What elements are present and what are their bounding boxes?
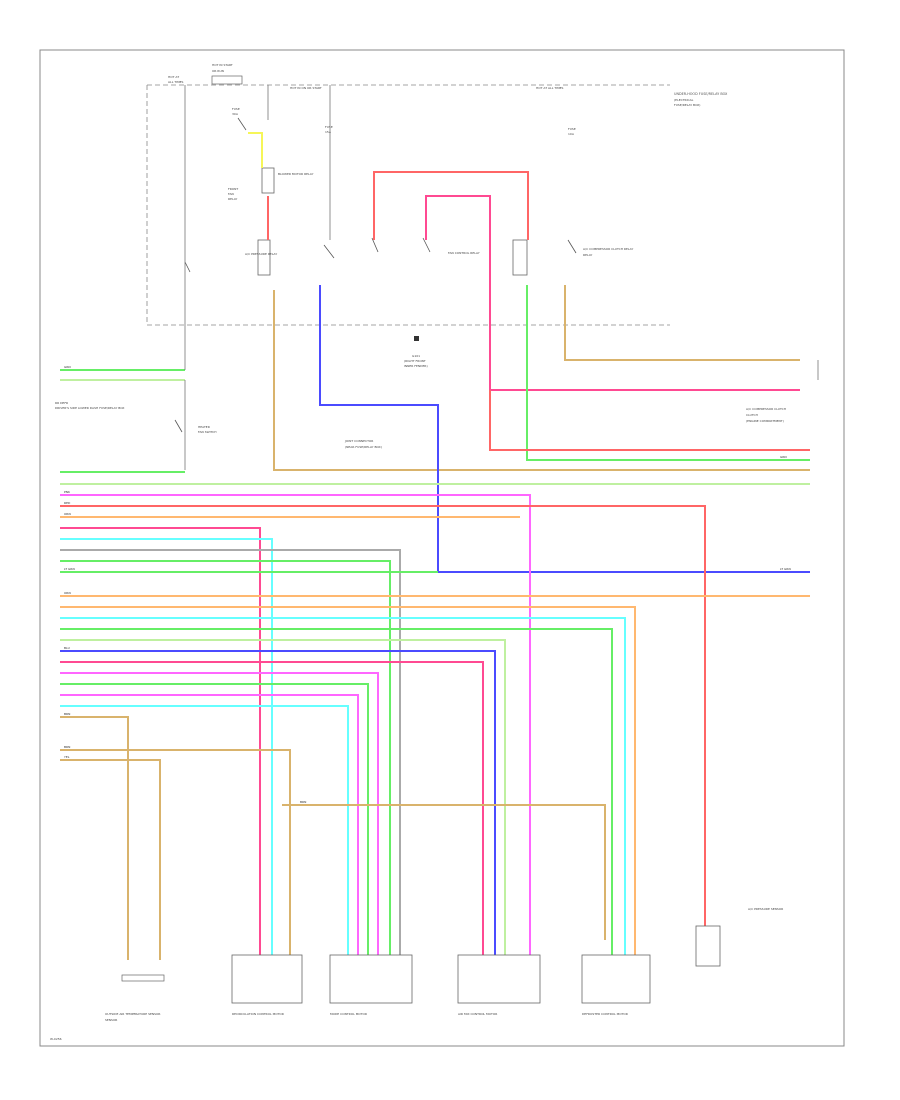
svg-text:RELAY: RELAY [583,253,593,257]
ground-block [414,336,419,341]
diagram-border [39,49,845,1047]
svg-text:BRN: BRN [300,800,306,804]
svg-text:OUTSIDE AIR TEMPERATURE SENSOR: OUTSIDE AIR TEMPERATURE SENSOR [105,1012,160,1016]
svg-text:(RIGHT FRONT: (RIGHT FRONT [404,359,426,363]
top-fuse-box [211,75,243,85]
svg-text:HOT IN ON OR START: HOT IN ON OR START [290,86,322,90]
svg-text:(ELECTRICAL: (ELECTRICAL [674,98,694,102]
svg-text:A/C COMPRESSOR CLUTCH RELAY: A/C COMPRESSOR CLUTCH RELAY [583,247,633,251]
svg-text:CLUTCH: CLUTCH [746,413,758,417]
svg-text:FUSE/RELAY BOX): FUSE/RELAY BOX) [674,103,700,107]
relay-row-box [257,239,271,276]
under-hood-fuse-label: UNDER-HOOD FUSE/RELAY BOX [674,92,728,96]
svg-text:FRONT: FRONT [228,187,238,191]
svg-text:A/C COMPRESSOR CLUTCH: A/C COMPRESSOR CLUTCH [746,407,786,411]
svg-text:HOT AT ALL TIMES: HOT AT ALL TIMES [536,86,564,90]
svg-text:(NEAR FUSE/RELAY BOX): (NEAR FUSE/RELAY BOX) [345,445,382,449]
svg-text:OR RUN: OR RUN [212,69,224,73]
svg-text:BLOWER MOTOR RELAY: BLOWER MOTOR RELAY [278,172,314,176]
svg-text:10A: 10A [568,132,575,136]
fuse-label-left: HOT AT [168,75,179,79]
svg-text:DEFROSTER CONTROL MOTOR: DEFROSTER CONTROL MOTOR [582,1012,628,1016]
svg-text:FUSE: FUSE [325,125,333,129]
svg-text:LT GRN: LT GRN [780,567,791,571]
svg-text:AIR MIX CONTROL MOTOR: AIR MIX CONTROL MOTOR [458,1012,497,1016]
blower-relay-box [261,167,275,194]
svg-text:ALL TIMES: ALL TIMES [168,80,184,84]
page-code: W-0256 [50,1037,62,1041]
svg-text:FAN: FAN [228,192,234,196]
wire-labels: GRN PNK RED ORN LT GRN ORN BLU BRN BRN Y… [64,365,791,804]
svg-text:HEATER: HEATER [198,425,210,429]
svg-text:G101: G101 [412,354,420,358]
svg-text:(ENGINE COMPARTMENT): (ENGINE COMPARTMENT) [746,419,784,423]
svg-text:RED: RED [64,501,71,505]
fuse-box-outline [146,85,670,326]
svg-text:15A: 15A [325,130,332,134]
svg-text:JOINT CONNECTOR: JOINT CONNECTOR [344,439,373,443]
svg-text:RECIRCULATION CONTROL MOTOR: RECIRCULATION CONTROL MOTOR [232,1012,284,1016]
svg-text:GRN: GRN [780,455,787,459]
svg-text:FUSE: FUSE [568,127,576,131]
svg-text:BLU: BLU [64,646,70,650]
svg-text:ORN: ORN [64,512,71,516]
svg-text:DRIVER'S SIDE LOWER DASH FUSE/: DRIVER'S SIDE LOWER DASH FUSE/RELAY BOX [55,406,124,410]
svg-text:RELAY: RELAY [228,197,238,201]
bottom-connectors [121,925,721,1004]
svg-text:GRN: GRN [64,365,71,369]
wires [60,132,810,960]
svg-text:SENSOR: SENSOR [105,1018,117,1022]
svg-text:A/C PRESSURE RELAY: A/C PRESSURE RELAY [245,252,277,256]
svg-text:LT GRN: LT GRN [64,567,75,571]
svg-text:PNK: PNK [64,490,71,494]
svg-text:ORN: ORN [64,591,71,595]
svg-text:A/C PRESSURE SENSOR: A/C PRESSURE SENSOR [748,907,783,911]
svg-text:FUSE: FUSE [232,107,240,111]
svg-text:HOT IN START: HOT IN START [212,63,233,67]
thin-lines [184,85,819,470]
svg-text:INNER FENDER): INNER FENDER) [404,364,428,368]
fan-relay-box [512,239,528,276]
svg-text:FAN CONTROL RELAY: FAN CONTROL RELAY [448,251,480,255]
relay-switches [174,117,577,433]
svg-text:RR DEFR: RR DEFR [55,401,68,405]
svg-text:BRN: BRN [64,712,70,716]
svg-text:YEL: YEL [64,755,70,759]
svg-text:FAN SWITCH: FAN SWITCH [198,430,216,434]
svg-text:MODE CONTROL MOTOR: MODE CONTROL MOTOR [330,1012,367,1016]
svg-text:30A: 30A [232,112,239,116]
svg-text:BRN: BRN [64,745,70,749]
